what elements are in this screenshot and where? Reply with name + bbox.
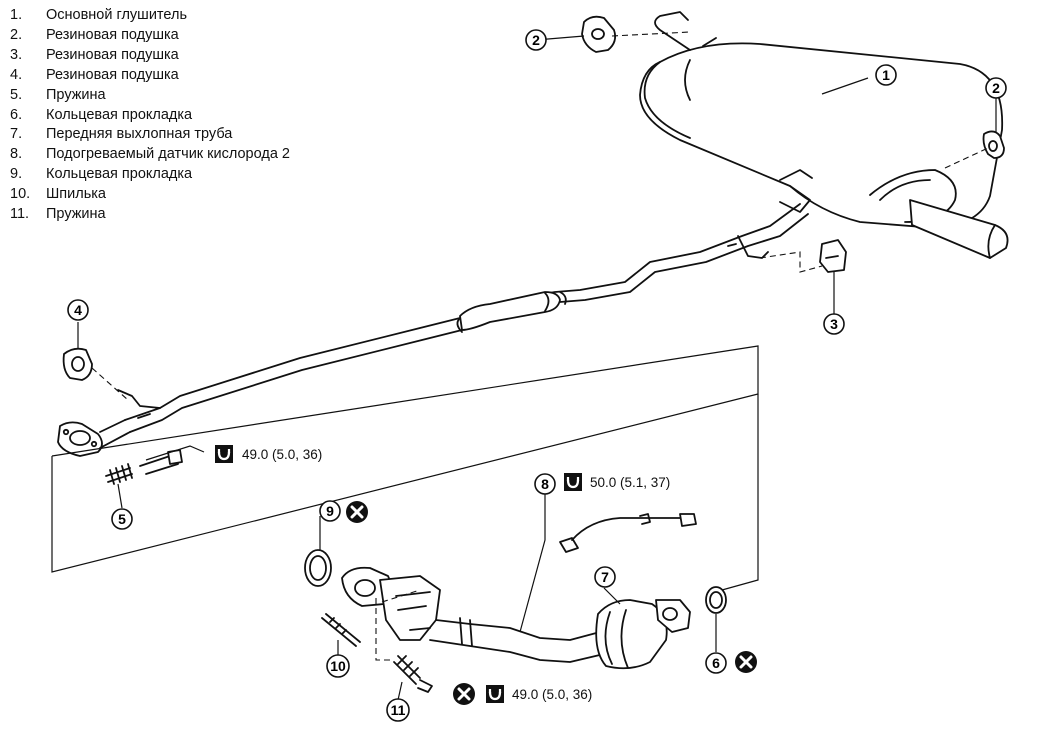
torque-spec-front: 49.0 (5.0, 36)	[213, 443, 322, 465]
callout-10: 10	[326, 654, 350, 678]
torque-wrench-icon	[484, 683, 506, 705]
legend-item: 4.Резиновая подушка	[10, 66, 179, 83]
callout-6: 6	[705, 652, 727, 674]
svg-text:3: 3	[830, 316, 838, 332]
leader-lines	[51, 35, 997, 701]
stud-10	[321, 613, 361, 647]
svg-text:49.0 (5.0, 36): 49.0 (5.0, 36)	[242, 447, 322, 462]
legend-item: 8.Подогреваемый датчик кислорода 2	[10, 146, 290, 163]
svg-text:2: 2	[992, 80, 1000, 96]
callout-1: 1	[875, 64, 897, 86]
legend-item: 5.Пружина	[10, 86, 106, 103]
spring-bolt-front	[105, 449, 183, 485]
svg-text:10: 10	[330, 658, 346, 674]
main-muffler	[639, 11, 1009, 259]
svg-text:50.0 (5.1, 37): 50.0 (5.1, 37)	[590, 475, 670, 490]
callout-4: 4	[67, 299, 89, 321]
svg-text:9: 9	[326, 503, 334, 519]
do-not-reuse-x-icon	[344, 499, 370, 525]
rubber-mount-2-top	[581, 15, 617, 53]
front-exhaust-pipe	[341, 566, 691, 670]
callout-labels: 1 2 2 3 4 5 6 7 8 9 10 11	[67, 29, 1007, 722]
svg-text:11: 11	[391, 702, 406, 718]
callout-7: 7	[594, 566, 616, 588]
svg-text:2: 2	[532, 32, 540, 48]
callout-11: 11	[386, 698, 410, 722]
legend-item: 2.Резиновая подушка	[10, 26, 179, 43]
svg-text:49.0 (5.0, 36): 49.0 (5.0, 36)	[512, 687, 592, 702]
torque-wrench-icon	[562, 471, 584, 493]
svg-text:1: 1	[882, 67, 890, 83]
svg-text:4: 4	[74, 302, 82, 318]
callout-5: 5	[111, 508, 133, 530]
callout-8: 8	[534, 473, 556, 495]
callout-2-right: 2	[985, 77, 1007, 99]
legend-item: 10.Шпилька	[10, 186, 106, 203]
legend-item: 7.Передняя выхлопная труба	[10, 126, 233, 143]
parts-legend: 1.Основной глушитель 2.Резиновая подушка…	[10, 6, 290, 225]
spring-11	[393, 655, 433, 693]
legend-item: 6.Кольцевая прокладка	[10, 106, 193, 123]
do-not-reuse-x-icon	[451, 681, 477, 707]
torque-spec-bottom: 49.0 (5.0, 36)	[451, 681, 592, 707]
rubber-mount-2-right	[982, 130, 1005, 159]
legend-item: 1.Основной глушитель	[10, 7, 187, 23]
svg-text:7: 7	[601, 569, 609, 585]
gasket-6	[705, 586, 727, 614]
svg-text:5: 5	[118, 511, 126, 527]
torque-wrench-icon	[213, 443, 235, 465]
oxygen-sensor-8	[559, 513, 697, 553]
do-not-reuse-x-icon	[733, 649, 759, 675]
torque-spec-sensor: 50.0 (5.1, 37)	[562, 471, 670, 493]
gasket-9	[304, 549, 332, 587]
rubber-mount-4	[62, 347, 93, 381]
exhaust-pipe	[57, 203, 809, 457]
callout-3: 3	[823, 313, 845, 335]
rubber-mount-3	[819, 239, 847, 273]
legend-item: 9.Кольцевая прокладка	[10, 166, 193, 183]
legend-item: 11.Пружина	[10, 206, 106, 223]
callout-2-top: 2	[525, 29, 547, 51]
guide-lines	[91, 31, 989, 661]
legend-item: 3.Резиновая подушка	[10, 46, 179, 63]
svg-text:6: 6	[712, 655, 720, 671]
callout-9: 9	[319, 500, 341, 522]
svg-text:8: 8	[541, 476, 549, 492]
